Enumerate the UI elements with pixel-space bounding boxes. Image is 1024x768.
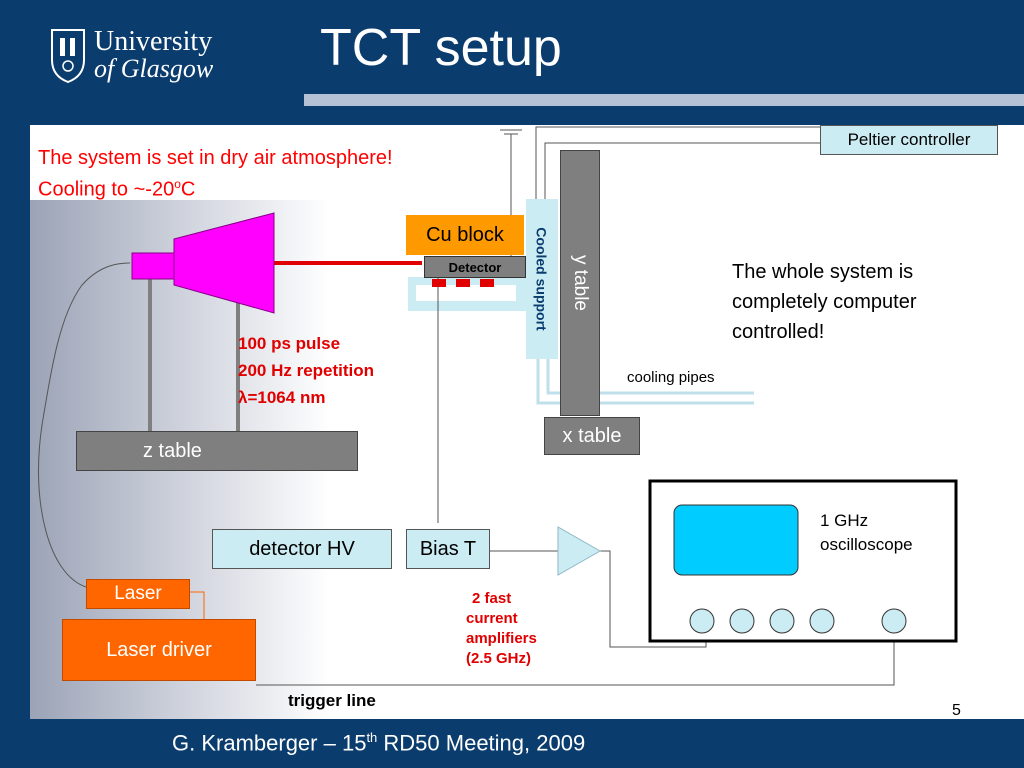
peltier-wire-2 [544, 142, 820, 225]
z-table: z table [76, 431, 358, 471]
setup-diagram-lines [38, 126, 958, 686]
laser-box: Laser [86, 579, 190, 609]
cooled-support-label: Cooled support [534, 227, 550, 331]
oscilloscope-channel-4 [809, 608, 835, 634]
logo-text-line1: University [94, 26, 213, 57]
peltier-controller-box: Peltier controller [820, 125, 998, 155]
atmosphere-note-line2: Cooling to ~-20oC [38, 177, 196, 201]
cooled-support-bar: Cooled support [526, 199, 558, 359]
title-underline-bar [304, 94, 1024, 106]
detector-box: Detector [424, 256, 526, 278]
footer-text: G. Kramberger – 15th RD50 Meeting, 2009 [172, 730, 586, 756]
oscilloscope-channel-1 [689, 608, 715, 634]
laser-driver-box: Laser driver [62, 619, 256, 681]
laser-driver-link [190, 591, 205, 619]
bias-t-box: Bias T [406, 529, 490, 569]
y-table-label: y table [570, 255, 592, 311]
atmosphere-note-line1: The system is set in dry air atmosphere! [38, 147, 393, 169]
trigger-line-label: trigger line [288, 691, 376, 710]
cooling-pipe-1 [536, 357, 754, 405]
laser-fiber [38, 262, 131, 588]
x-table: x table [544, 417, 640, 455]
z-table-post-left [148, 275, 152, 433]
cooling-pipes-label: cooling pipes [627, 369, 715, 386]
crest-icon [51, 29, 85, 84]
logo-text-line2: of Glasgow [94, 54, 214, 83]
computer-controlled-note: The whole system is completely computer … [732, 261, 917, 343]
amplifiers-note: 2 fast current amplifiers (2.5 GHz) [466, 590, 537, 667]
oscilloscope-channel-3 [769, 608, 795, 634]
cu-block: Cu block [406, 215, 524, 255]
detector-pad-3 [480, 279, 494, 287]
page-number: 5 [952, 702, 961, 719]
y-table: y table [560, 150, 600, 416]
laser-pulse-specs: 100 ps pulse 200 Hz repetition λ=1064 nm [238, 334, 375, 407]
slide-title: TCT setup [320, 19, 562, 77]
oscilloscope-trigger-input [881, 608, 907, 634]
support-gap [416, 285, 516, 301]
detector-pad-1 [432, 279, 446, 287]
oscilloscope-label: 1 GHz oscilloscope [820, 511, 913, 554]
detector-pad-2 [456, 279, 470, 287]
amplifier-icon [557, 526, 602, 576]
oscilloscope-channel-2 [729, 608, 755, 634]
oscilloscope-screen [673, 504, 799, 576]
trigger-line-wire [256, 623, 895, 686]
cooling-pipe-2 [546, 357, 754, 395]
laser-head-cone [173, 212, 275, 314]
content-panel: The system is set in dry air atmosphere!… [30, 125, 1024, 719]
z-table-post-right [236, 275, 240, 433]
detector-hv-box: detector HV [212, 529, 392, 569]
laser-head-body [131, 252, 175, 280]
peltier-wire-1 [535, 126, 820, 225]
university-logo: University of Glasgow [48, 26, 228, 86]
